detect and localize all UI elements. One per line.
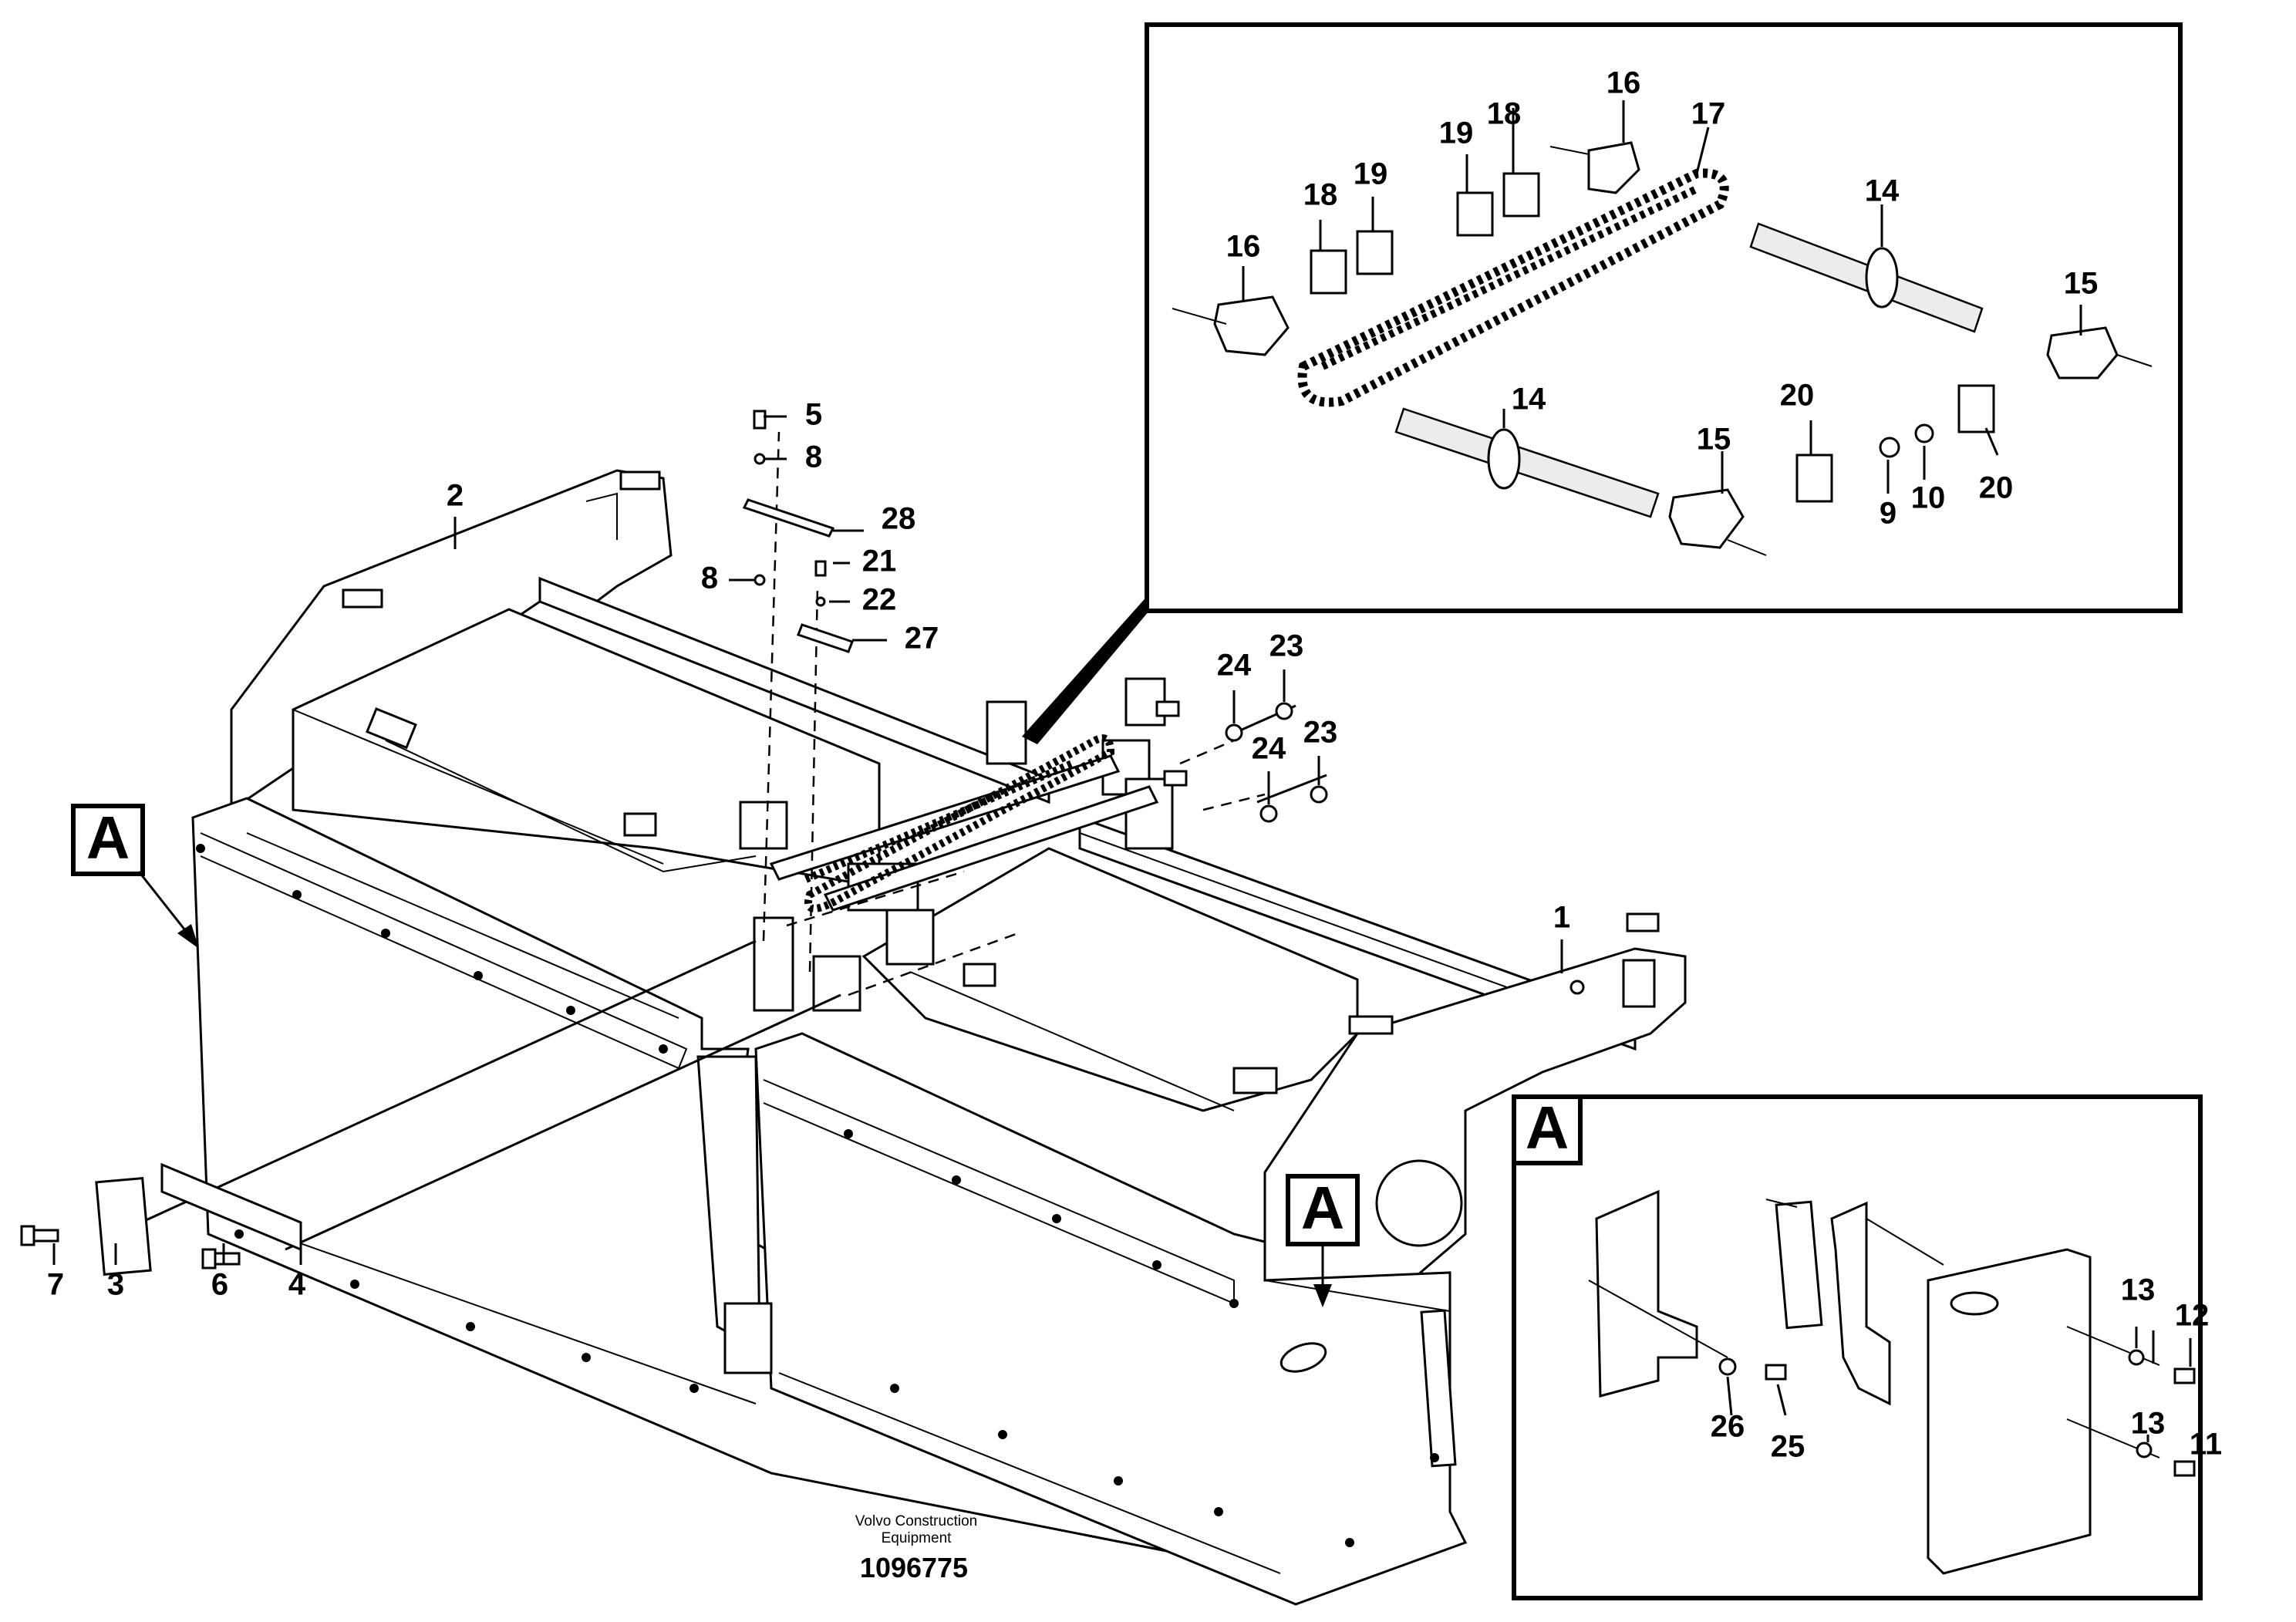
washer-13a bbox=[2128, 1349, 2145, 1366]
drawing-credit: Volvo Construction Equipment 1096775 bbox=[855, 1513, 977, 1583]
callout-15a: 15 bbox=[1697, 423, 1731, 457]
right-side-shield bbox=[754, 1032, 1468, 1606]
callout-26: 26 bbox=[1711, 1410, 1745, 1444]
callout-labels: 1 2 3 4 5 6 7 8 8 9 10 11 12 13 13 14 14… bbox=[47, 66, 2222, 1464]
callout-22: 22 bbox=[862, 583, 897, 617]
rear-rail bbox=[538, 576, 1050, 804]
right-inner-box bbox=[861, 847, 1359, 1112]
callout-23b: 23 bbox=[1303, 716, 1338, 750]
callout-14b: 14 bbox=[1512, 383, 1546, 416]
callout-18a: 18 bbox=[1303, 178, 1338, 212]
callout-16b: 16 bbox=[1607, 66, 1641, 100]
callout-27: 27 bbox=[905, 622, 939, 656]
callout-20b: 20 bbox=[1979, 471, 2014, 505]
panel-a-left bbox=[1595, 1189, 1698, 1398]
callout-4: 4 bbox=[288, 1268, 306, 1302]
bearing-15-right bbox=[2046, 326, 2119, 379]
washer-22 bbox=[815, 596, 826, 607]
main-bearing-block-rear bbox=[986, 700, 1027, 765]
bracket-a bbox=[1830, 1201, 1891, 1406]
callout-2: 2 bbox=[447, 479, 464, 513]
detail-frame-top bbox=[1145, 22, 2183, 613]
shim-20a bbox=[1795, 454, 1833, 503]
washer-24b bbox=[1259, 804, 1278, 823]
shield-bolts bbox=[196, 844, 1439, 1547]
callout-17: 17 bbox=[1691, 97, 1726, 131]
callout-8b: 8 bbox=[701, 561, 718, 595]
bearing-15-front bbox=[1668, 488, 1745, 549]
callout-19a: 19 bbox=[1354, 157, 1388, 191]
callout-18b: 18 bbox=[1487, 97, 1522, 131]
bolt-11 bbox=[2173, 1460, 2196, 1477]
chain-detail-view bbox=[1022, 22, 2183, 744]
callout-12: 12 bbox=[2175, 1299, 2210, 1333]
washer-8a bbox=[754, 453, 766, 465]
washer-26 bbox=[1718, 1357, 1737, 1376]
callout-1: 1 bbox=[1553, 901, 1570, 935]
callout-13a: 13 bbox=[2121, 1273, 2156, 1307]
shim-20b bbox=[1957, 384, 1995, 433]
bolt-5 bbox=[753, 410, 767, 430]
callout-14a: 14 bbox=[1865, 174, 1900, 208]
callout-28: 28 bbox=[882, 502, 916, 536]
shim-19a bbox=[1356, 230, 1394, 275]
nut-23b bbox=[1310, 785, 1328, 804]
callout-24a: 24 bbox=[1217, 649, 1252, 683]
view-marker-main: A bbox=[1286, 1174, 1360, 1307]
callout-3: 3 bbox=[107, 1268, 124, 1302]
callout-21: 21 bbox=[862, 545, 897, 578]
washer-8b bbox=[754, 574, 766, 586]
nut-9 bbox=[1879, 437, 1900, 458]
callout-9: 9 bbox=[1880, 497, 1896, 531]
callout-5: 5 bbox=[805, 398, 822, 432]
shim-18b bbox=[1502, 172, 1540, 218]
callout-25: 25 bbox=[1771, 1430, 1805, 1464]
bolt-12 bbox=[2173, 1367, 2196, 1384]
drawing-number: 1096775 bbox=[860, 1552, 968, 1583]
callout-8a: 8 bbox=[805, 440, 822, 474]
bracket-3 bbox=[95, 1176, 152, 1276]
svg-text:A: A bbox=[1526, 1094, 1569, 1162]
left-exploded-parts bbox=[20, 410, 1328, 1276]
detail-drive-chain bbox=[1297, 168, 1729, 407]
strip-28 bbox=[742, 498, 835, 538]
callout-7: 7 bbox=[47, 1268, 64, 1302]
credit-line-1: Volvo Construction bbox=[855, 1513, 977, 1529]
callout-16a: 16 bbox=[1226, 230, 1261, 264]
view-marker-detail: A bbox=[1512, 1094, 1583, 1165]
washer-10 bbox=[1914, 423, 1934, 443]
bearing-16-right bbox=[1587, 141, 1640, 194]
main-drive-chain bbox=[804, 734, 1115, 912]
shim-19b bbox=[1456, 191, 1494, 237]
callout-leaders bbox=[52, 100, 2192, 1442]
nut-23a bbox=[1275, 702, 1293, 720]
callout-10: 10 bbox=[1911, 481, 1946, 515]
bolt-21 bbox=[814, 560, 827, 577]
main-assembly bbox=[115, 431, 1687, 1606]
washer-24a bbox=[1225, 723, 1243, 742]
callout-24b: 24 bbox=[1252, 732, 1286, 766]
svg-text:A: A bbox=[86, 804, 130, 872]
callout-15b: 15 bbox=[2064, 267, 2099, 301]
bearing-16-left bbox=[1213, 295, 1290, 356]
callout-11: 11 bbox=[2190, 1428, 2222, 1462]
callout-13b: 13 bbox=[2131, 1407, 2166, 1441]
view-a-detail bbox=[1512, 1094, 2203, 1600]
plate-27 bbox=[797, 623, 854, 653]
callout-23a: 23 bbox=[1269, 629, 1304, 663]
bolt-25 bbox=[1765, 1364, 1787, 1381]
svg-text:A: A bbox=[1301, 1174, 1344, 1242]
callout-20a: 20 bbox=[1780, 379, 1815, 413]
strip-a-1 bbox=[1775, 1200, 1823, 1330]
callout-6: 6 bbox=[211, 1268, 228, 1302]
washer-13b bbox=[2136, 1442, 2153, 1458]
panel-a-right bbox=[1927, 1248, 2092, 1575]
callout-19b: 19 bbox=[1439, 116, 1474, 150]
view-marker-left: A bbox=[71, 804, 199, 949]
detail-pointer bbox=[1022, 594, 1157, 744]
credit-line-2: Equipment bbox=[882, 1530, 952, 1546]
shaft-14-front bbox=[1394, 407, 1660, 518]
shim-18a bbox=[1310, 249, 1347, 295]
